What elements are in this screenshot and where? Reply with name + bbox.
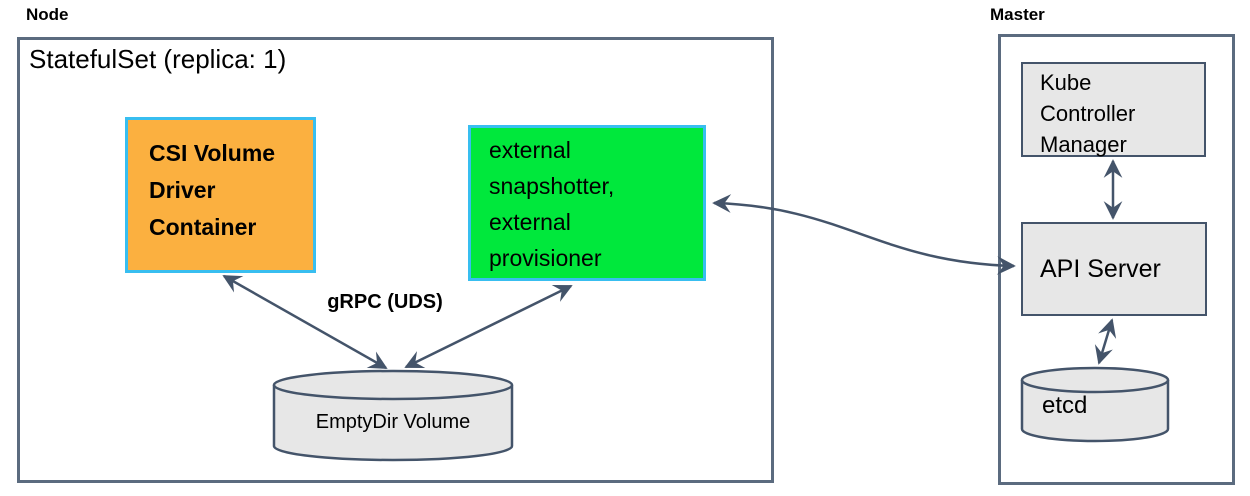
csi-volume-driver-container-box: CSI Volume Driver Container <box>125 117 316 273</box>
emptydir-volume-cylinder: EmptyDir Volume <box>272 369 514 462</box>
master-group-label: Master <box>990 5 1045 24</box>
grpc-uds-label: gRPC (UDS) <box>327 291 443 313</box>
api-server-box: API Server <box>1021 222 1207 316</box>
etcd-cylinder: etcd <box>1020 366 1170 443</box>
emptydir-volume-label: EmptyDir Volume <box>315 411 471 433</box>
node-group-label: Node <box>26 5 69 24</box>
etcd-label: etcd <box>1042 392 1088 419</box>
external-snapshotter-provisioner-box: external snapshotter, external provision… <box>468 125 706 281</box>
statefulset-label: StatefulSet (replica: 1) <box>29 44 287 74</box>
kube-controller-manager-box: Kube Controller Manager <box>1021 62 1206 157</box>
